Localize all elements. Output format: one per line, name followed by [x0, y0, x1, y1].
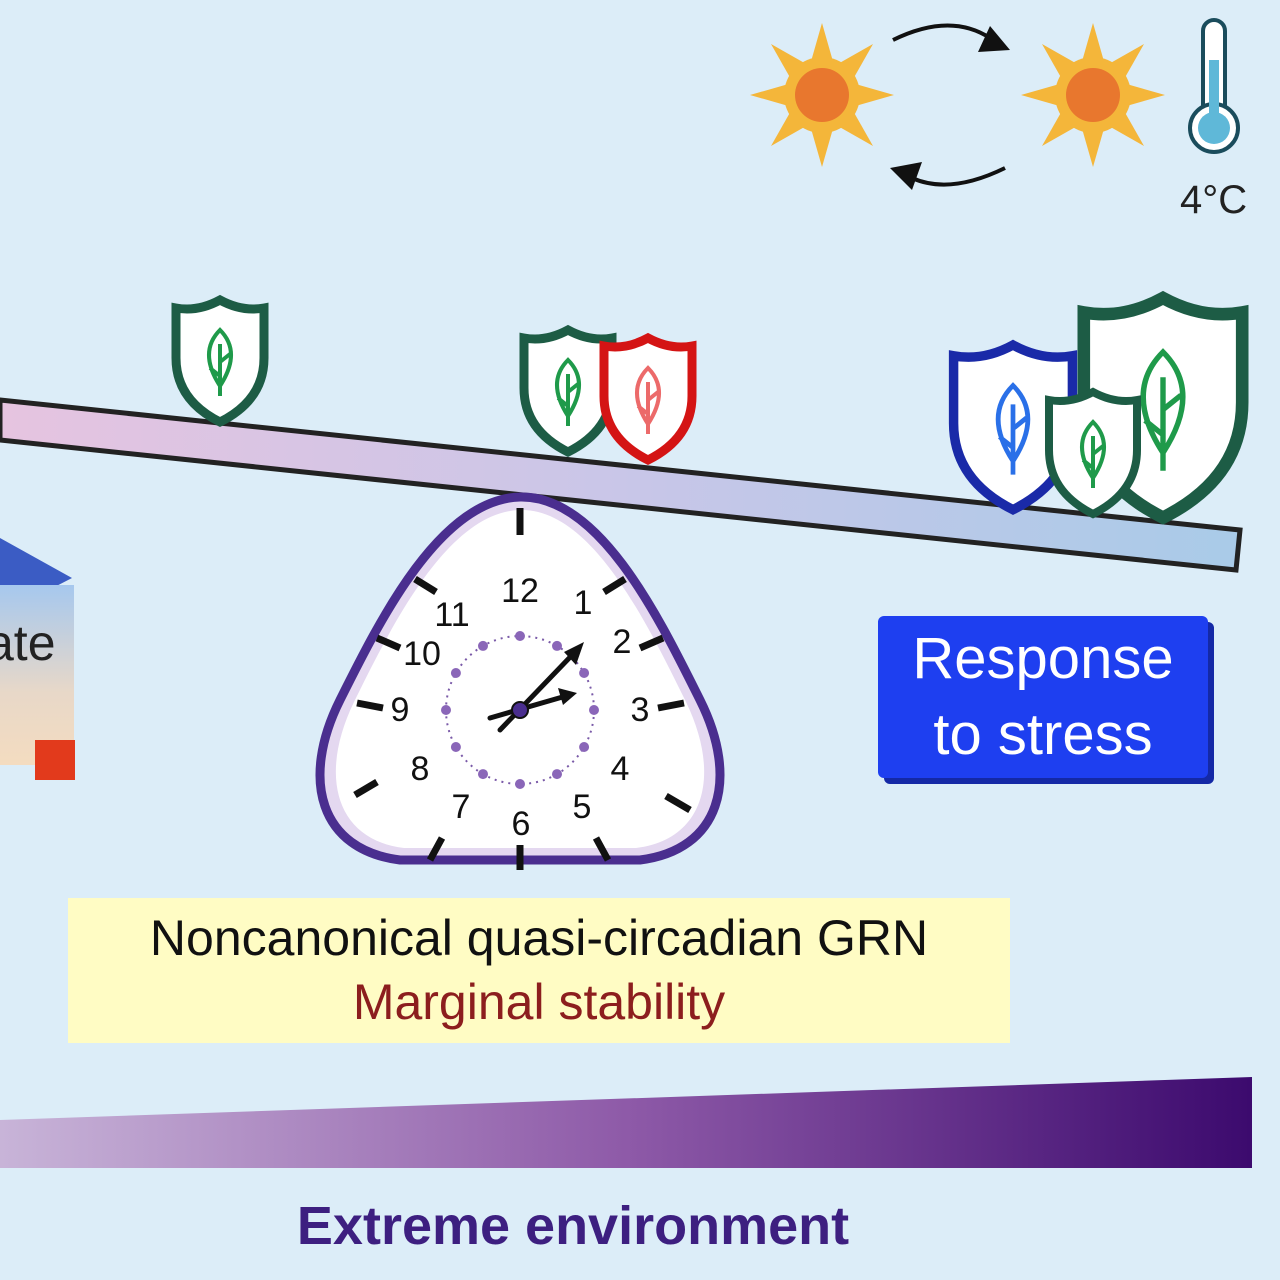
clock-number: 7 [452, 788, 471, 826]
left-arrow-panel [0, 538, 75, 780]
shield-leaf-icon [519, 324, 617, 458]
shield-leaf-icon-blue [948, 339, 1078, 515]
clock-dot [552, 640, 562, 651]
clock-number: 12 [501, 572, 539, 610]
shield-leaf-icon-red [599, 332, 697, 466]
environment-gradient [0, 1077, 1252, 1168]
sun-icon [750, 23, 894, 167]
response-to-stress-box: Response to stress [878, 616, 1208, 778]
shield-leaf-icon-small [1045, 387, 1141, 519]
clock-dot [515, 779, 525, 789]
clock-dot [552, 769, 562, 780]
shield-leaf-icon [171, 294, 269, 428]
clock-number: 8 [411, 750, 430, 788]
clock-number: 10 [403, 635, 441, 673]
clock-dot [589, 705, 599, 715]
grn-title: Noncanonical quasi-circadian GRN [149, 910, 929, 966]
clock-dot [478, 640, 488, 651]
thermometer-icon [1188, 18, 1240, 154]
clock-number: 3 [631, 691, 650, 729]
clock-number: 5 [573, 788, 592, 826]
clock-dot [579, 742, 590, 752]
clock-number: 9 [391, 691, 410, 729]
response-line-2: to stress [933, 702, 1153, 767]
clock-dot [450, 742, 461, 752]
grn-label-box: Noncanonical quasi-circadian GRN Margina… [68, 898, 1010, 1043]
left-cut-label: ate [0, 615, 56, 671]
clock-number: 6 [512, 805, 531, 843]
clock-number: 4 [611, 750, 630, 788]
sun-icon [1021, 23, 1165, 167]
clock-number: 11 [434, 596, 469, 634]
grn-subtitle: Marginal stability [352, 974, 726, 1030]
clock-dot [450, 668, 461, 678]
environment-label: Extreme environment [296, 1196, 850, 1256]
clock-dot [441, 705, 451, 715]
clock-number: 1 [574, 584, 593, 622]
clock-dot [515, 631, 525, 641]
clock-number: 2 [613, 623, 632, 661]
clock-dot [478, 769, 488, 780]
cycle-arrow-icon [890, 23, 1010, 190]
temperature-label: 4°C [1180, 178, 1248, 222]
seesaw-beam [0, 397, 1243, 573]
response-line-1: Response [912, 626, 1174, 691]
clock-dot [579, 668, 590, 678]
red-square-marker [35, 740, 75, 780]
